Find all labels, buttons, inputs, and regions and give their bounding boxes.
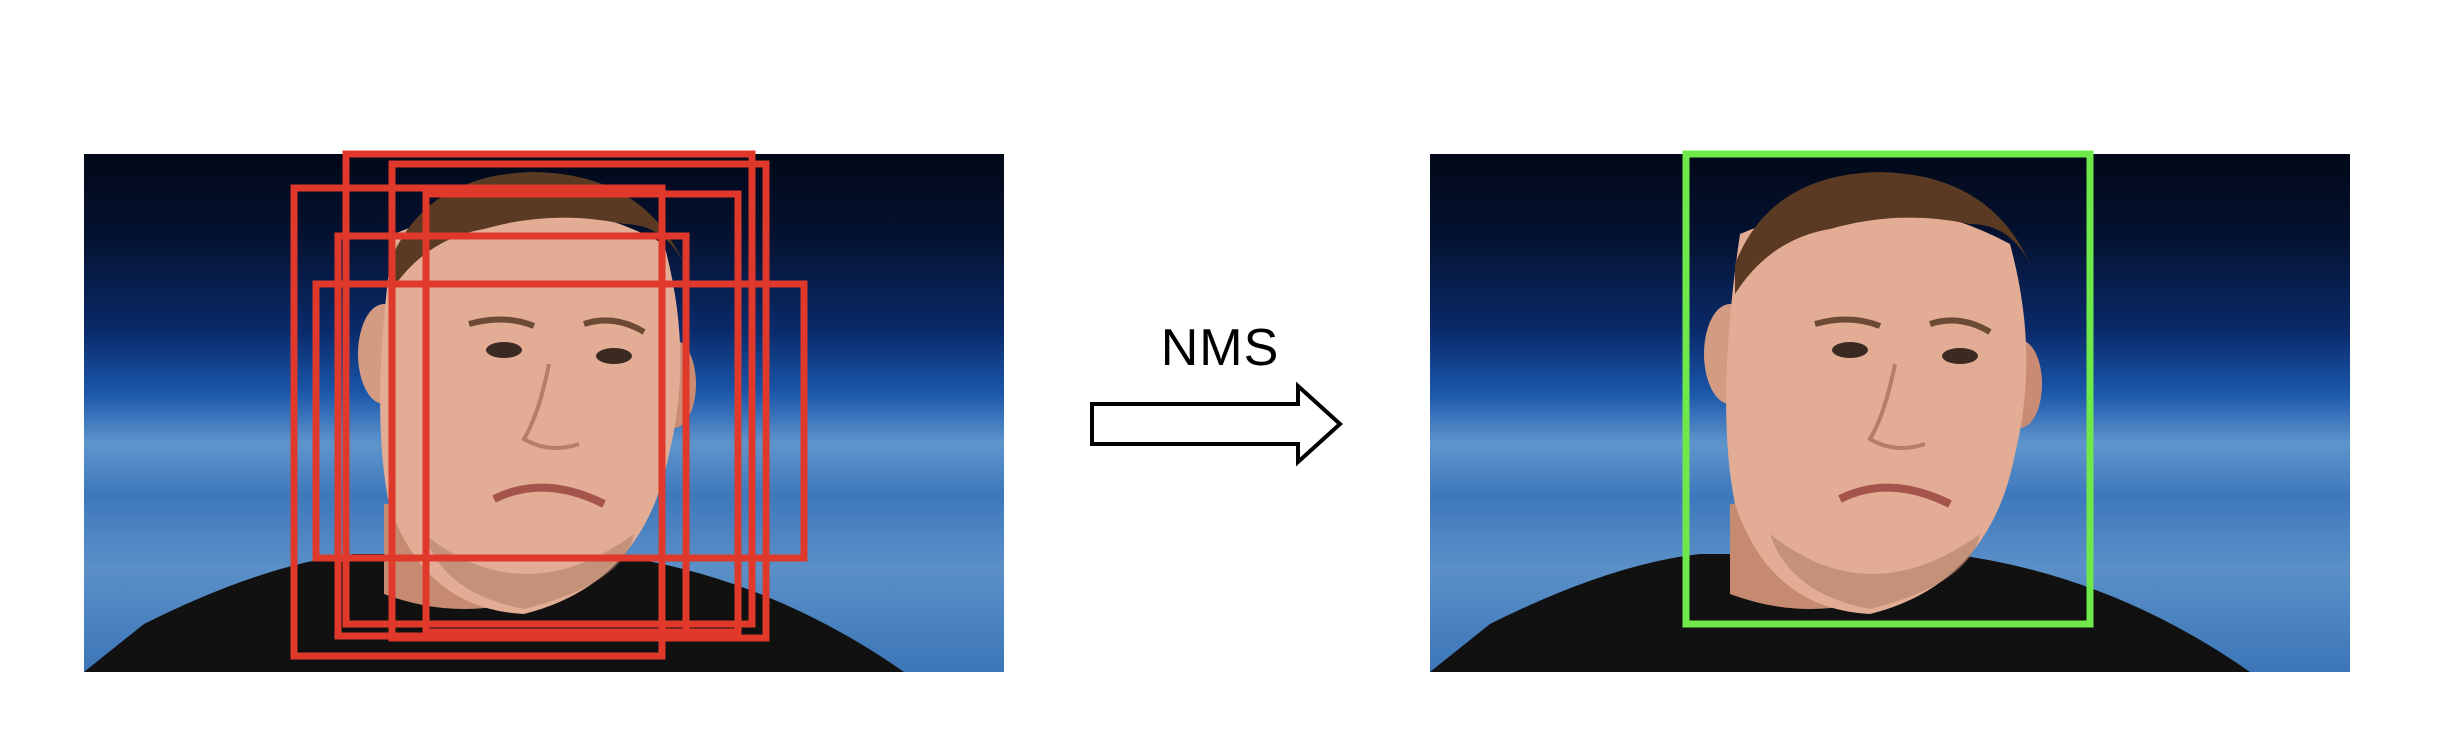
output-photo-panel <box>1430 154 2350 672</box>
face-photo-icon <box>84 172 904 672</box>
input-photo-panel <box>84 154 1004 672</box>
right-arrow-icon <box>1090 382 1343 467</box>
face-photo-icon <box>1430 172 2250 672</box>
arrow-outline <box>1090 382 1343 467</box>
nms-label: NMS <box>1160 319 1280 377</box>
